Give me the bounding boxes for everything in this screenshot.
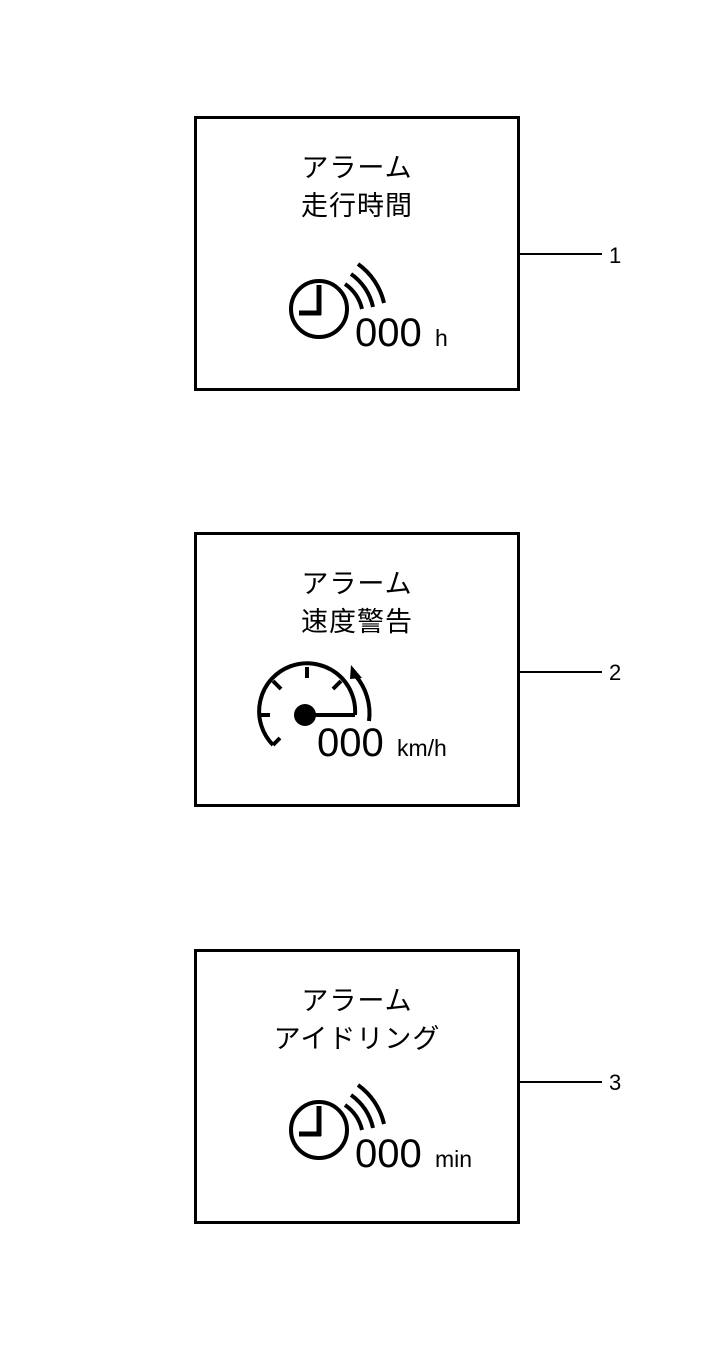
- reference-number-1: 1: [609, 243, 622, 268]
- value-readout: 000: [355, 311, 422, 355]
- leader-line-1: [518, 253, 602, 255]
- panel-title-line2: アイドリング: [273, 1024, 441, 1055]
- panel-title-line1: アラーム: [301, 153, 413, 184]
- unit-label: h: [435, 325, 448, 351]
- clock-with-signal-waves-icon: [289, 262, 386, 339]
- reference-number-2: 2: [609, 660, 622, 685]
- alarm-panel-idling: アラーム アイドリング 000 min: [194, 949, 520, 1224]
- value-readout: 000: [317, 721, 384, 765]
- unit-label: km/h: [397, 735, 447, 761]
- alarm-panel-running-time: アラーム 走行時間 000 h: [194, 116, 520, 391]
- clock-with-signal-waves-icon: [289, 1083, 386, 1160]
- alarm-panel-speed-warning: アラーム 速度警告 000 km/h: [194, 532, 520, 807]
- value-readout: 000: [355, 1132, 422, 1176]
- panel-title-line1: アラーム: [301, 986, 413, 1017]
- leader-line-3: [518, 1081, 602, 1083]
- panel-title-line1: アラーム: [301, 569, 413, 600]
- reference-number-3: 3: [609, 1070, 622, 1095]
- panel-title-line2: 走行時間: [301, 191, 413, 222]
- panel-title-line2: 速度警告: [301, 607, 413, 638]
- unit-label: min: [435, 1146, 473, 1172]
- speedometer-with-arrow-icon: [257, 661, 372, 747]
- leader-line-2: [518, 671, 602, 673]
